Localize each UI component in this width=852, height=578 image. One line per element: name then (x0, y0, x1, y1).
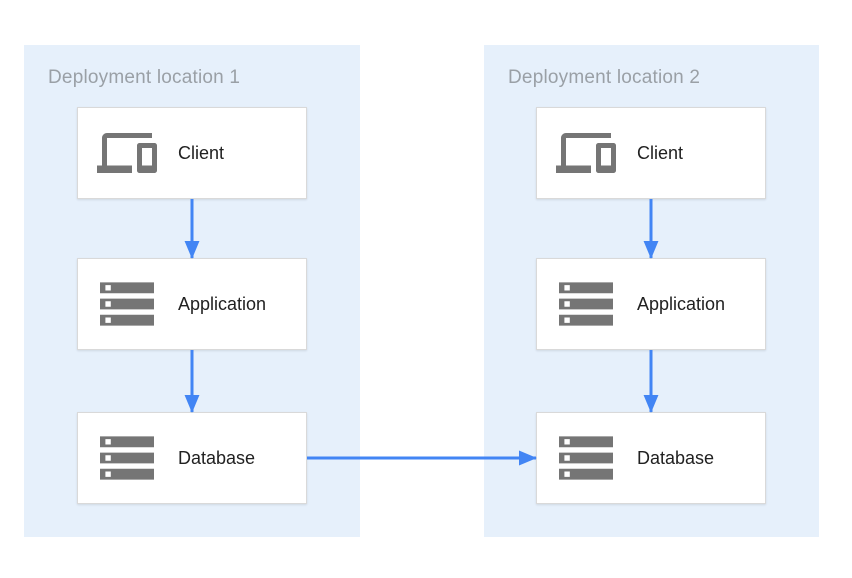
devices-icon (96, 133, 158, 173)
node-database-2: Database (536, 412, 766, 504)
node-client-1: Client (77, 107, 307, 199)
node-label: Database (178, 447, 256, 468)
deployment-zone-2: Deployment location 2 Client Application (484, 45, 819, 537)
node-label: Client (637, 142, 684, 163)
zone-label: Deployment location 1 (48, 67, 241, 88)
node-label: Application (637, 293, 726, 314)
node-label: Database (637, 447, 715, 468)
devices-icon (555, 133, 617, 173)
node-label: Client (178, 142, 225, 163)
node-application-1: Application (77, 258, 307, 350)
zone-label: Deployment location 2 (508, 67, 701, 88)
deployment-zone-1: Deployment location 1 Client Application (24, 45, 360, 537)
node-label: Application (178, 293, 267, 314)
storage-icon (555, 280, 617, 328)
node-database-1: Database (77, 412, 307, 504)
storage-icon (96, 280, 158, 328)
storage-icon (96, 434, 158, 482)
node-client-2: Client (536, 107, 766, 199)
storage-icon (555, 434, 617, 482)
node-application-2: Application (536, 258, 766, 350)
